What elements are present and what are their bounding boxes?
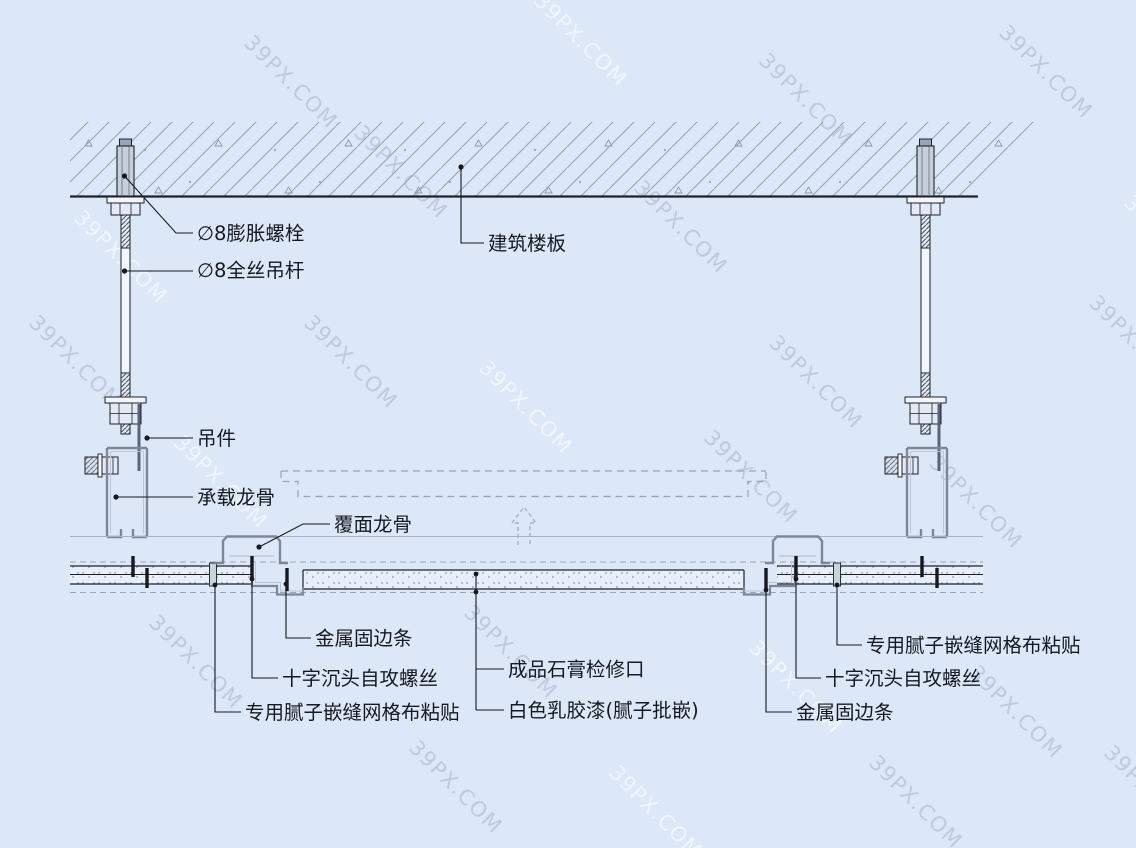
- metal-edge-strip-left: [250, 563, 305, 596]
- screw-mark: [250, 556, 254, 579]
- expansion-bolt-label: ∅8膨胀螺栓: [197, 222, 304, 245]
- floor-slab-hatch: [70, 122, 1053, 196]
- screw-mark: [935, 568, 939, 588]
- board-joint-left: [209, 562, 217, 587]
- putty-mesh-right-label: 专用腻子嵌缝网格布粘贴: [866, 634, 1081, 657]
- screw-mark: [145, 568, 149, 588]
- access-panel-board: [302, 569, 745, 590]
- suspension-assembly-right: [883, 137, 949, 539]
- white-latex-paint-label: 白色乳胶漆(腻子批嵌): [508, 699, 699, 722]
- metal-edge-strip-right-label: 金属固边条: [796, 701, 894, 724]
- screw-mark: [794, 556, 798, 579]
- leader-dots: [113, 164, 840, 595]
- self-tapping-screw-left-label: 十字沉头自攻螺丝: [282, 667, 438, 690]
- board-joint-right: [833, 562, 841, 587]
- screw-mark: [131, 556, 135, 577]
- carrying-channel-label: 承载龙骨: [197, 486, 275, 509]
- building-slab-label: 建筑楼板: [488, 232, 566, 255]
- hanger-label: 吊件: [197, 427, 236, 450]
- putty-mesh-left-label: 专用腻子嵌缝网格布粘贴: [245, 701, 460, 724]
- self-tapping-screw-right-label: 十字沉头自攻螺丝: [825, 667, 981, 690]
- gypsum-board-right: [777, 565, 983, 585]
- lift-arrow: [510, 505, 538, 545]
- screw-mark: [920, 556, 924, 577]
- furring-channel-label: 覆面龙骨: [334, 513, 412, 536]
- suspension-assembly-left: [83, 137, 149, 539]
- screw-mark: [764, 568, 768, 591]
- panel-dashed-outline: [280, 470, 767, 498]
- screw-mark: [285, 568, 289, 591]
- gypsum-access-panel-label: 成品石膏检修口: [508, 658, 645, 681]
- gypsum-board-left: [70, 565, 253, 585]
- metal-edge-strip-left-label: 金属固边条: [315, 627, 413, 650]
- leader-lines: [116, 167, 862, 713]
- screw-marks: [131, 556, 939, 591]
- threaded-rod-label: ∅8全丝吊杆: [197, 259, 304, 282]
